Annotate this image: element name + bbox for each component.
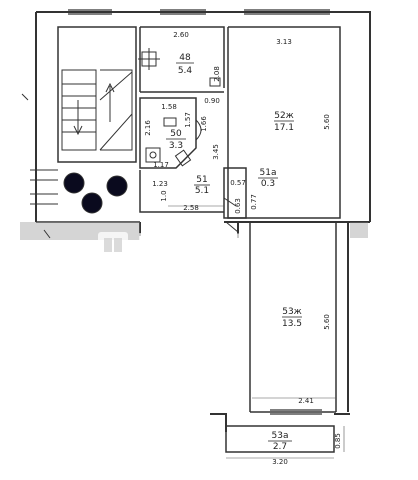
dim-077: 0.77 [250, 194, 258, 210]
room-51-number: 51 [196, 175, 207, 185]
dim-313: 3.13 [276, 38, 292, 46]
room-53-number: 53ж [282, 307, 302, 317]
room-53a-area: 2.7 [273, 442, 287, 452]
label-dividers [166, 62, 302, 442]
room-51-area: 5.1 [195, 186, 209, 196]
doors [195, 119, 239, 233]
room-51a-area: 0.3 [261, 179, 275, 189]
dim-320: 3.20 [272, 458, 288, 466]
room-52-number: 52ж [274, 111, 294, 121]
room-50-area: 3.3 [169, 141, 183, 151]
room-labels: 48 5.4 50 3.3 51 5.1 51a 0.3 52ж 17.1 53… [169, 53, 302, 452]
room-52-area: 17.1 [274, 123, 294, 133]
room-51a-number: 51a [260, 168, 277, 178]
dim-166: 1.66 [200, 116, 208, 132]
dim-208: 2.08 [213, 66, 221, 82]
dim-560-lower: 5.60 [323, 314, 331, 330]
dim-117: 1.17 [153, 161, 169, 169]
dim-216: 2.16 [144, 120, 152, 136]
dim-560-upper: 5.60 [323, 114, 331, 130]
dim-258: 2.58 [183, 204, 199, 212]
fixtures [138, 48, 221, 167]
room-53-area: 13.5 [282, 319, 302, 329]
dim-090: 0.90 [204, 97, 220, 105]
dim-260: 2.60 [173, 31, 189, 39]
dim-157: 1.57 [184, 112, 192, 128]
room-53a-number: 53a [272, 431, 289, 441]
riser-2 [106, 175, 128, 197]
dim-345: 3.45 [212, 144, 220, 160]
room-48-area: 5.4 [178, 66, 193, 76]
riser-1 [63, 172, 85, 194]
windows [68, 9, 330, 415]
risers [63, 172, 128, 214]
watermark: ВЛАДИС [98, 227, 306, 267]
walls [35, 11, 371, 453]
riser-3 [81, 192, 103, 214]
watermark-text: ВЛАДИС [136, 227, 306, 267]
room-48-number: 48 [179, 53, 191, 63]
dim-241: 2.41 [298, 397, 314, 405]
staircase [61, 69, 133, 151]
dim-085: 0.85 [334, 433, 342, 449]
dim-123: 1.23 [152, 180, 168, 188]
room-50-number: 50 [170, 129, 182, 139]
dim-10: 1.0 [160, 190, 168, 201]
watermark-logo [98, 232, 128, 258]
dimension-lines [168, 205, 345, 459]
stairwell-ticks [21, 93, 58, 239]
dim-158: 1.58 [161, 103, 177, 111]
dimension-labels: 2.60 3.13 2.08 5.60 1.58 0.90 2.16 1.57 … [144, 31, 342, 466]
dim-057: 0.57 [230, 179, 246, 187]
dim-063: 0.63 [234, 198, 242, 214]
